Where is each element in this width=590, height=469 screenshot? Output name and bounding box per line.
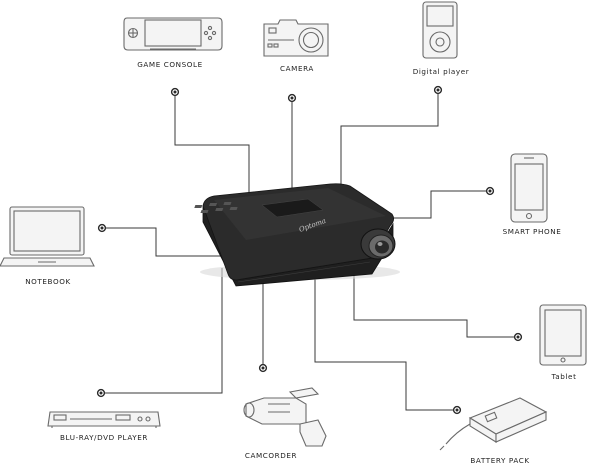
- connector-dot-game-console: [170, 87, 180, 97]
- label-smart-phone: SMART PHONE: [502, 227, 562, 236]
- connector-dots: [96, 85, 523, 415]
- camera-icon: [263, 19, 329, 57]
- connector-dot-tablet: [513, 332, 523, 342]
- label-digital-player: Digital player: [412, 67, 470, 76]
- game-console-icon: [123, 17, 223, 51]
- wire-tablet: [353, 270, 518, 338]
- projector-control-panel: [194, 198, 324, 218]
- label-camera: CAMERA: [280, 64, 314, 73]
- label-camcorder: CAMCORDER: [244, 451, 298, 460]
- connector-dot-digital-player: [433, 85, 443, 95]
- wire-smart-phone: [393, 190, 490, 219]
- wire-notebook: [102, 227, 222, 257]
- camcorder-icon: [243, 387, 327, 447]
- connector-dot-bluray: [96, 388, 106, 398]
- projector: Optoma: [194, 183, 400, 287]
- connection-wires: [101, 90, 518, 411]
- connector-dot-smart-phone: [485, 186, 495, 196]
- label-tablet: Tablet: [551, 372, 577, 381]
- notebook-icon: [0, 206, 95, 267]
- connector-dot-camera: [287, 93, 297, 103]
- wire-battery-pack: [314, 272, 457, 411]
- battery-pack-icon: [439, 397, 548, 451]
- wire-bluray: [101, 268, 223, 394]
- label-notebook: NOTEBOOK: [25, 277, 71, 286]
- label-bluray-dvd-player: BLU-RAY/DVD PLAYER: [59, 433, 149, 442]
- connector-dot-camcorder: [258, 363, 268, 373]
- wire-digital-player: [340, 90, 439, 190]
- label-game-console: GAME CONSOLE: [137, 60, 203, 69]
- projector-lens: [360, 228, 396, 260]
- connector-dot-notebook: [97, 223, 107, 233]
- connector-dot-battery-pack: [452, 405, 462, 415]
- tablet-icon: [539, 304, 587, 366]
- smart-phone-icon: [510, 153, 548, 223]
- digital-player-icon: [422, 1, 458, 59]
- bluray-player-icon: [47, 411, 161, 428]
- wire-game-console: [174, 92, 250, 200]
- label-battery-pack: BATTERY PACK: [470, 456, 530, 465]
